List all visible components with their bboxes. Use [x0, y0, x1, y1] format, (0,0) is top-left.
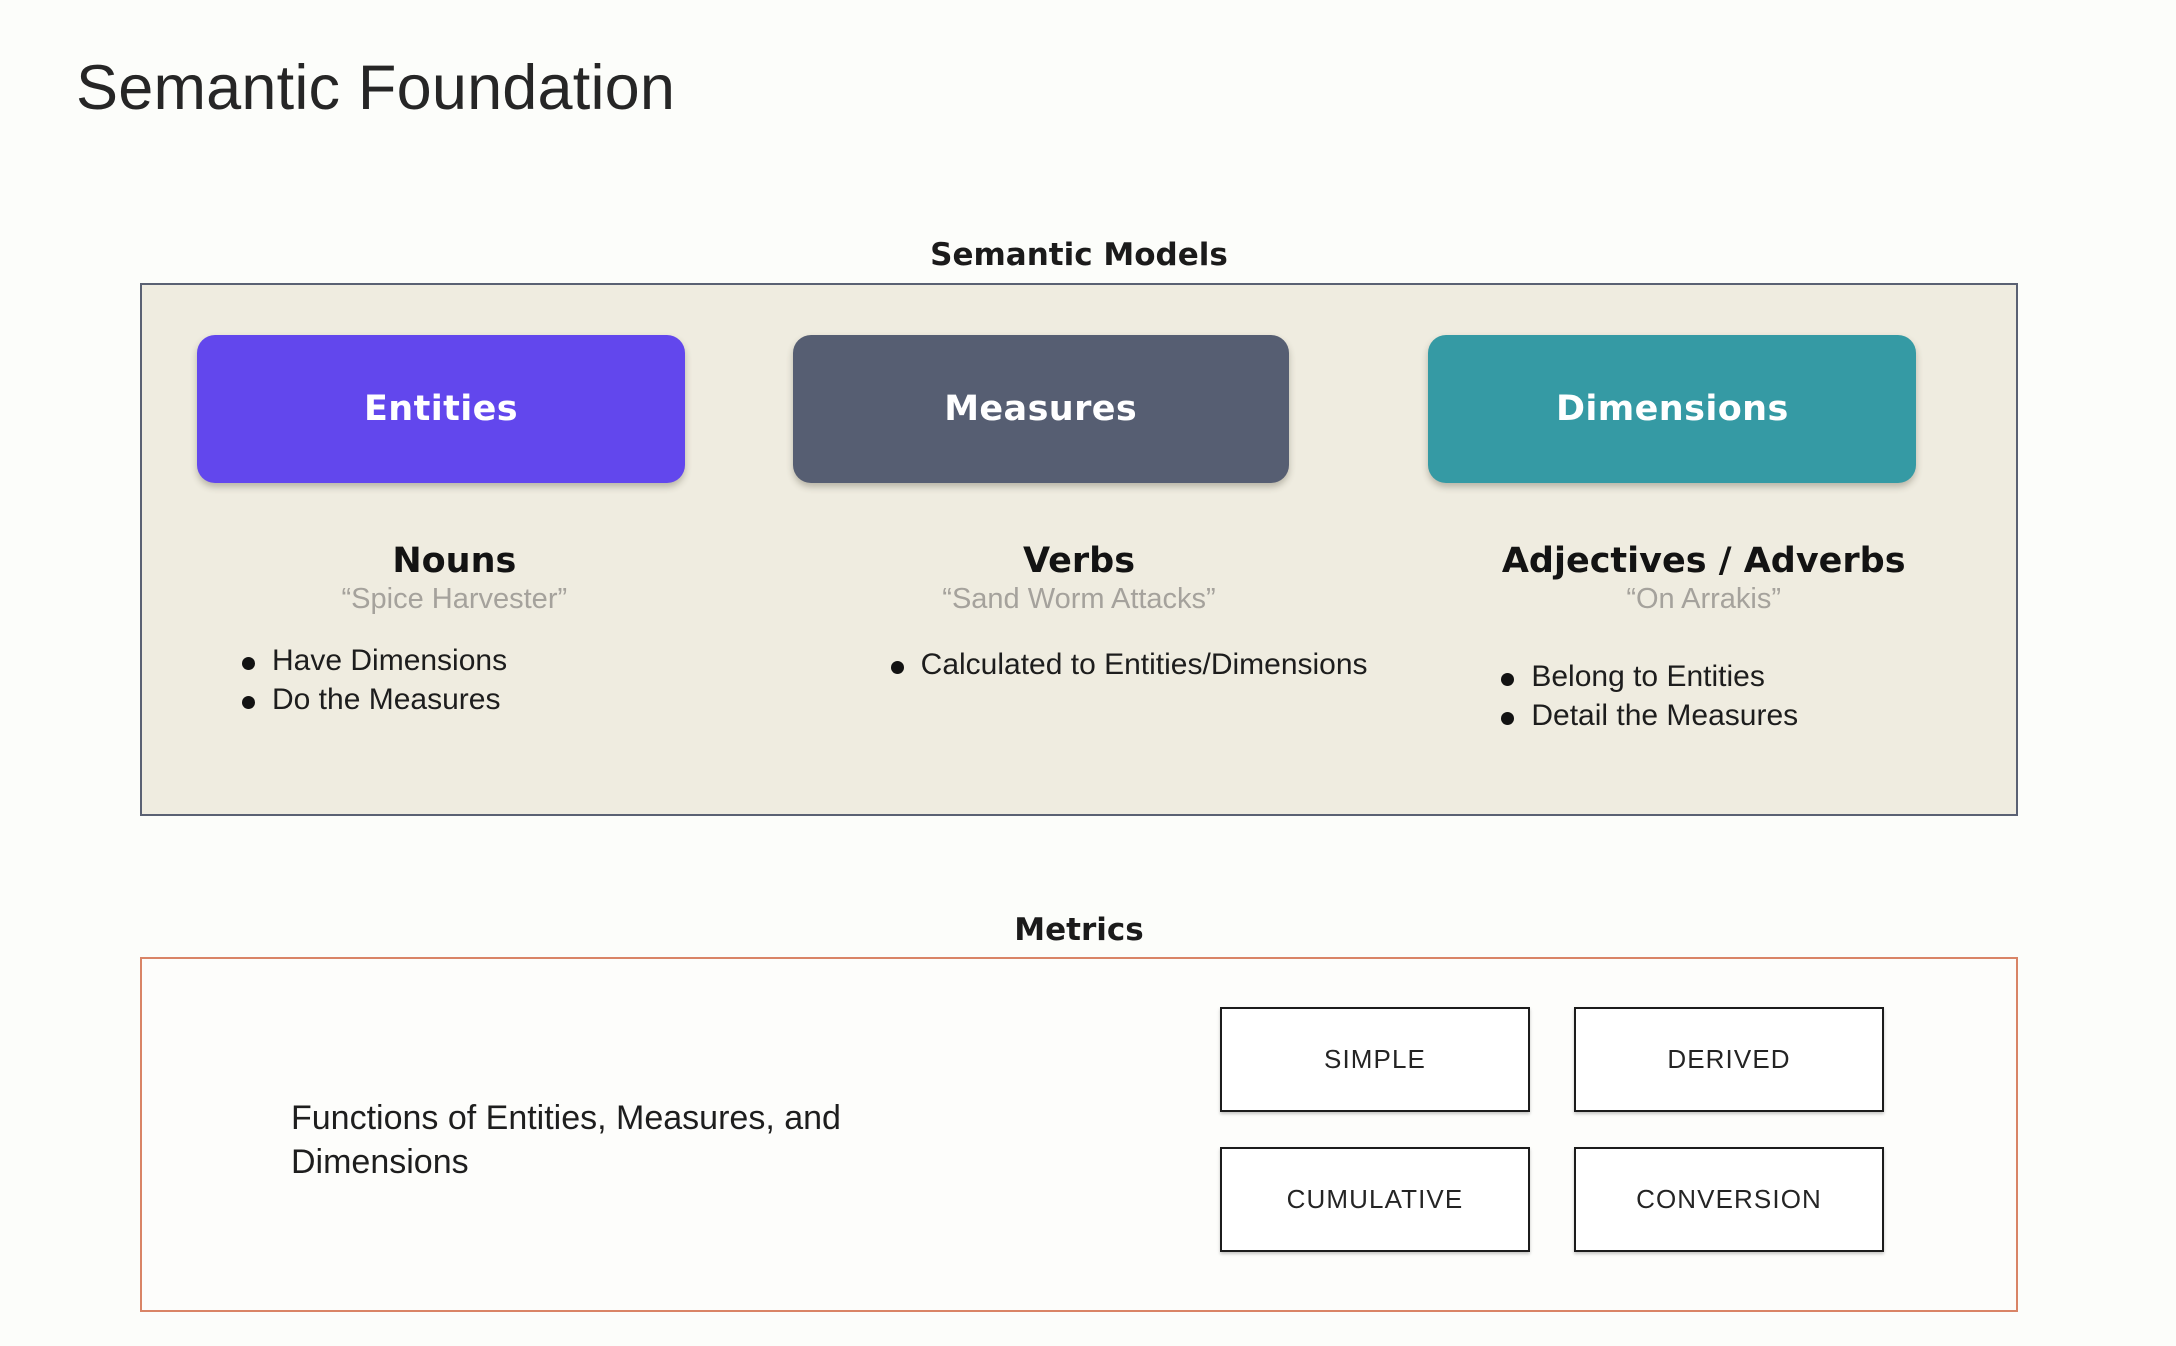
page-title: Semantic Foundation: [76, 53, 676, 123]
entities-bullet-list: Have Dimensions Do the Measures: [142, 642, 767, 718]
measures-bullet-list: Calculated to Entities/Dimensions: [767, 646, 1392, 683]
list-item: Have Dimensions: [242, 642, 767, 679]
entities-example: “Spice Harvester”: [341, 583, 568, 616]
list-item: Detail the Measures: [1501, 697, 2016, 734]
list-item: Do the Measures: [242, 681, 767, 718]
measures-example: “Sand Worm Attacks”: [942, 583, 1216, 616]
list-item: Calculated to Entities/Dimensions: [890, 646, 1392, 683]
semantic-models-panel: Entities Nouns “Spice Harvester” Have Di…: [140, 283, 2018, 816]
measures-pill[interactable]: Measures: [792, 335, 1289, 483]
measures-text-block: Verbs “Sand Worm Attacks” Calculated to …: [767, 541, 1392, 685]
semantic-models-caption: Semantic Models: [930, 237, 1228, 273]
dimensions-bullet-list: Belong to Entities Detail the Measures: [1391, 658, 2016, 734]
entities-text-block: Nouns “Spice Harvester” Have Dimensions …: [142, 541, 767, 720]
entities-part-of-speech: Nouns: [392, 541, 517, 581]
metric-type-cumulative[interactable]: CUMULATIVE: [1220, 1147, 1530, 1252]
dimensions-pill[interactable]: Dimensions: [1428, 335, 1917, 483]
entities-pill[interactable]: Entities: [197, 335, 685, 483]
metrics-description: Functions of Entities, Measures, and Dim…: [291, 1099, 841, 1181]
metric-type-grid: SIMPLE DERIVED CUMULATIVE CONVERSION: [1220, 1007, 1884, 1252]
model-column-entities: Entities Nouns “Spice Harvester” Have Di…: [142, 285, 767, 814]
dimensions-part-of-speech: Adjectives / Adverbs: [1501, 541, 1906, 581]
semantic-models-columns: Entities Nouns “Spice Harvester” Have Di…: [142, 285, 2016, 814]
metric-type-derived[interactable]: DERIVED: [1574, 1007, 1884, 1112]
dimensions-text-block: Adjectives / Adverbs “On Arrakis” Belong…: [1391, 541, 2016, 736]
metrics-panel: Functions of Entities, Measures, and Dim…: [140, 957, 2018, 1312]
measures-part-of-speech: Verbs: [1022, 541, 1136, 581]
metric-type-conversion[interactable]: CONVERSION: [1574, 1147, 1884, 1252]
model-column-dimensions: Dimensions Adjectives / Adverbs “On Arra…: [1391, 285, 2016, 814]
list-item: Belong to Entities: [1501, 658, 2016, 695]
model-column-measures: Measures Verbs “Sand Worm Attacks” Calcu…: [767, 285, 1392, 814]
metrics-caption: Metrics: [1014, 912, 1144, 948]
metric-type-simple[interactable]: SIMPLE: [1220, 1007, 1530, 1112]
dimensions-example: “On Arrakis”: [1626, 583, 1782, 616]
